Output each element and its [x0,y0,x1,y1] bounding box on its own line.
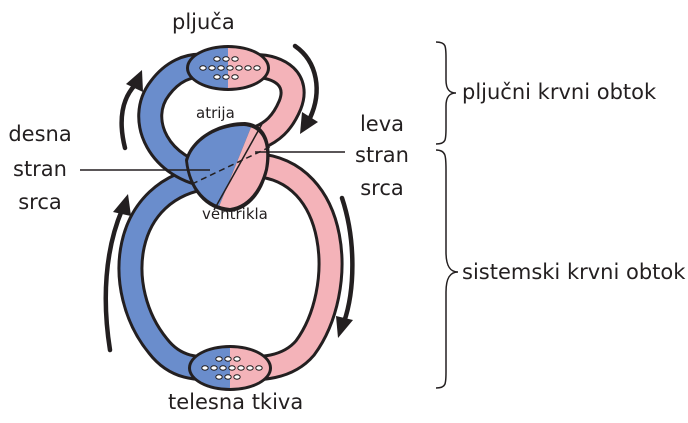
arrowhead-systemic-down [336,316,353,338]
lung-capillary-dot [254,66,260,70]
arrowhead-systemic-up [113,194,131,216]
tissue-capillary-bed [188,345,272,391]
left-side-line-3: srca [350,178,414,199]
tissue-capillary-dot [234,375,240,379]
lung-capillary-dot [214,57,220,61]
systemic-circulation-label: sistemski krvni obtok [462,262,685,283]
tissue-capillary-dot [220,366,226,370]
left-side-line-2: stran [350,145,414,166]
lung-capillary-dot [245,66,251,70]
lung-capillary-dot [200,66,206,70]
tissue-capillary-dot [229,366,235,370]
lung-capillary-dot [209,66,215,70]
tissue-capillary-dot [225,375,231,379]
tissue-capillary-dot [216,375,222,379]
systemic-brace [436,150,458,388]
lung-capillary-dot [232,57,238,61]
tissue-capillary-dot [202,366,208,370]
heart [185,122,272,212]
pulmonary-circulation-label: pljučni krvni obtok [462,82,656,103]
arrow-pulmonary-up [122,84,136,148]
right-side-line-3: srca [4,192,76,213]
tissue-capillary-dot [238,366,244,370]
right-side-line-2: stran [4,159,76,180]
tissue-capillary-dot [247,366,253,370]
tissue-capillary-dot [256,366,262,370]
right-side-line-1: desna [4,124,76,145]
lungs-capillary-bed [186,45,270,91]
lung-capillary-dot [218,66,224,70]
lung-capillary-dot [236,66,242,70]
ventricle-label: ventrikla [202,207,268,222]
pulmonary-brace [436,42,456,144]
lung-capillary-dot [223,75,229,79]
tissue-capillary-dot [234,357,240,361]
tissue-capillary-dot [225,357,231,361]
tissue-capillary-dot [216,357,222,361]
tissue-capillary-dot [211,366,217,370]
left-side-line-1: leva [350,114,414,135]
lung-capillary-dot [223,57,229,61]
lungs-label: pljuča [172,12,235,33]
lung-capillary-dot [232,75,238,79]
arrow-systemic-down [342,198,352,322]
lung-capillary-dot [214,75,220,79]
tissues-label: telesna tkiva [168,392,303,413]
atrium-label: atrija [196,106,235,121]
lung-capillary-dot [227,66,233,70]
